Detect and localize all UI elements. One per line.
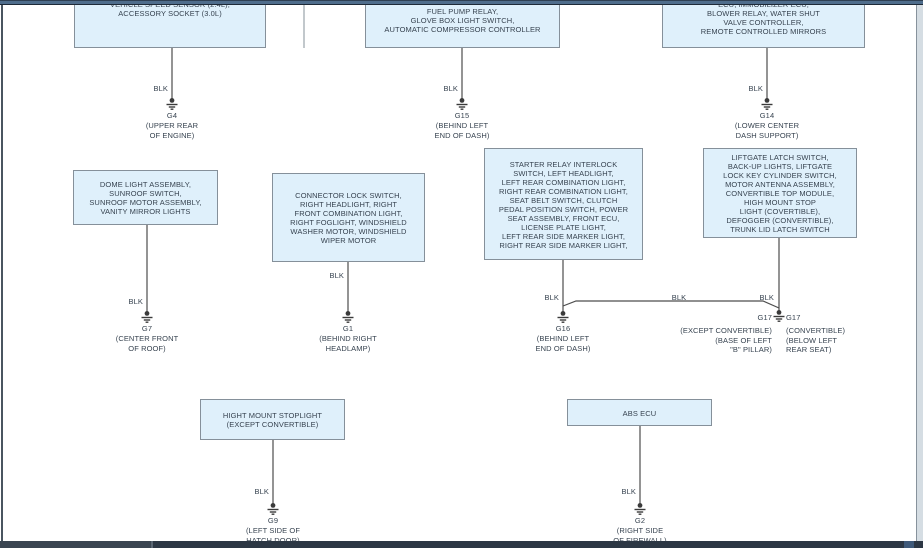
component-list-g9: HIGHT MOUNT STOPLIGHT (EXCEPT CONVERTIBL… <box>222 411 323 429</box>
ground-symbol-g9 <box>266 502 280 515</box>
scrollbar-divider <box>151 541 153 548</box>
wire-color-label-branch: BLK <box>671 293 687 302</box>
component-list-g14: ECU, IMMOBILIZER ECU, BLOWER RELAY, WATE… <box>700 0 827 36</box>
vertical-scrollbar[interactable] <box>916 0 923 548</box>
ground-location-g17-except-convertible: (EXCEPT CONVERTIBLE) (BASE OF LEFT "B" P… <box>680 326 772 354</box>
component-box-g17: LIFTGATE LATCH SWITCH, BACK-UP LIGHTS, L… <box>703 148 857 238</box>
component-box-g15: FUEL PUMP RELAY, GLOVE BOX LIGHT SWITCH,… <box>365 0 560 48</box>
horizontal-scrollbar[interactable] <box>0 541 923 548</box>
wire-color-label-g17: BLK <box>759 293 774 302</box>
component-list-g1: CONNECTOR LOCK SWITCH, RIGHT HEADLIGHT, … <box>290 191 407 245</box>
component-list-g16: STARTER RELAY INTERLOCK SWITCH, LEFT HEA… <box>498 160 629 250</box>
wire-color-label-g9: BLK <box>254 487 269 496</box>
ground-symbol-g7 <box>140 310 154 323</box>
ground-location-g15: (BEHIND LEFT END OF DASH) <box>434 121 490 140</box>
ground-name-g16: G16 <box>555 324 571 333</box>
ground-symbol-g1 <box>341 310 355 323</box>
wire-color-label-g14: BLK <box>748 84 763 93</box>
ground-location-g7: (CENTER FRONT OF ROOF) <box>115 334 179 353</box>
ground-name-g9: G9 <box>267 516 279 525</box>
wire-color-label-g15: BLK <box>443 84 458 93</box>
ground-location-g1: (BEHIND RIGHT HEADLAMP) <box>319 334 377 353</box>
ground-name-g7: G7 <box>141 324 153 333</box>
component-box-g4: VEHICLE SPEED SENSOR (2.4L), ACCESSORY S… <box>74 0 266 48</box>
wire-color-label-g1: BLK <box>329 271 344 280</box>
ground-location-g4: (UPPER REAR OF ENGINE) <box>145 121 199 140</box>
ground-name-g4: G4 <box>166 111 178 120</box>
window-top-border <box>0 0 923 5</box>
component-box-g14: ECU, IMMOBILIZER ECU, BLOWER RELAY, WATE… <box>662 0 865 48</box>
wire-branch-g16-g17 <box>562 300 780 309</box>
ground-symbol-g14 <box>760 97 774 110</box>
ground-location-g17-convertible: (CONVERTIBLE) (BELOW LEFT REAR SEAT) <box>786 326 846 354</box>
ground-name-g15: G15 <box>454 111 470 120</box>
component-box-g16: STARTER RELAY INTERLOCK SWITCH, LEFT HEA… <box>484 148 643 260</box>
component-box-g9: HIGHT MOUNT STOPLIGHT (EXCEPT CONVERTIBL… <box>200 399 345 440</box>
horizontal-scrollbar-thumb[interactable] <box>0 541 151 548</box>
component-list-g7: DOME LIGHT ASSEMBLY, SUNROOF SWITCH, SUN… <box>89 180 202 216</box>
component-box-g7: DOME LIGHT ASSEMBLY, SUNROOF SWITCH, SUN… <box>73 170 218 225</box>
ground-symbol-g2 <box>633 502 647 515</box>
wire-color-label-g7: BLK <box>128 297 143 306</box>
ground-location-g16: (BEHIND LEFT END OF DASH) <box>535 334 591 353</box>
ground-name-g17-convertible: G17 <box>786 313 801 322</box>
component-list-g17: LIFTGATE LATCH SWITCH, BACK-UP LIGHTS, L… <box>723 153 837 234</box>
ground-name-g1: G1 <box>342 324 354 333</box>
wire-color-label-g4: BLK <box>153 84 168 93</box>
ground-name-g14: G14 <box>759 111 775 120</box>
wire-color-label-g2: BLK <box>621 487 636 496</box>
component-list-g2: ABS ECU <box>622 409 657 418</box>
ground-symbol-g17 <box>772 309 786 322</box>
scrollbar-accent <box>904 541 914 548</box>
ground-location-g14: (LOWER CENTER DASH SUPPORT) <box>734 121 800 140</box>
ground-location-g9: (LEFT SIDE OF HATCH DOOR) <box>245 526 301 545</box>
component-box-g1: CONNECTOR LOCK SWITCH, RIGHT HEADLIGHT, … <box>272 173 425 262</box>
ground-name-g17-except-convertible: G17 <box>757 313 772 322</box>
ground-symbol-g15 <box>455 97 469 110</box>
component-list-g15: FUEL PUMP RELAY, GLOVE BOX LIGHT SWITCH,… <box>384 7 541 34</box>
window-left-border <box>1 0 3 548</box>
ground-location-g2: (RIGHT SIDE OF FIREWALL) <box>613 526 667 545</box>
component-box-g2: ABS ECU <box>567 399 712 426</box>
wire-color-label-g16: BLK <box>544 293 559 302</box>
ground-symbol-g4 <box>165 97 179 110</box>
ground-name-g2: G2 <box>634 516 646 525</box>
ground-symbol-g16 <box>556 310 570 323</box>
